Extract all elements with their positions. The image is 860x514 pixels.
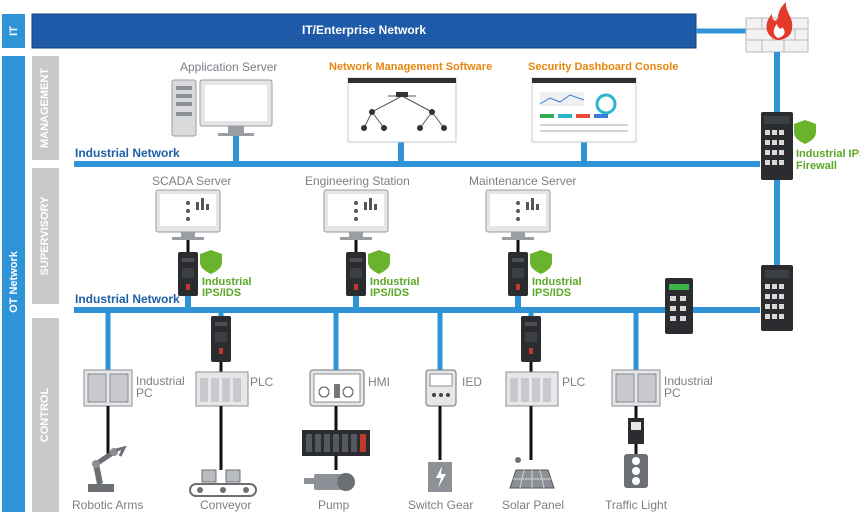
ot-zone-label: OT Network (8, 251, 20, 313)
it-zone-bar (2, 14, 25, 48)
application-server-icon (171, 79, 273, 137)
application-server-label: Application Server (180, 60, 278, 74)
engineering-station-monitor (323, 189, 389, 240)
field-label-solar-panel: Solar Panel (502, 498, 565, 512)
maintenance-server-label: Maintenance Server (469, 174, 577, 188)
field-label-traffic-light: Traffic Light (605, 498, 668, 512)
shield-icon (530, 250, 552, 274)
management-network-label: Industrial Network (75, 146, 180, 160)
field-label-switch-gear: Switch Gear (408, 498, 474, 512)
security-dashboard-label: Security Dashboard Console (528, 61, 679, 73)
field-label-robotic-arms: Robotic Arms (72, 498, 144, 512)
industrial-pc-icon (611, 369, 661, 407)
security-dashboard-screen (531, 77, 637, 143)
ips-label-2: IPS/IDS (202, 287, 242, 299)
management-zone-bar (32, 56, 59, 160)
plc-icon (195, 371, 249, 407)
shield-icon (368, 250, 390, 274)
ips-label-2: IPS/IDS (532, 287, 572, 299)
device-label: IED (462, 375, 483, 389)
hmi-icon (309, 369, 365, 407)
industrial-ips-device (521, 316, 541, 362)
control-zone-bar (32, 318, 59, 512)
device-label: HMI (368, 375, 390, 389)
field-label-conveyor: Conveyor (200, 498, 252, 512)
solar-panel-icon (509, 457, 555, 489)
industrial-pc-icon (83, 369, 133, 407)
conveyor-icon (189, 469, 257, 497)
industrial-ips-device (211, 316, 231, 362)
supervisory-zone-label: SUPERVISORY (39, 196, 51, 276)
management-zone-label: MANAGEMENT (39, 67, 51, 149)
pump-icon (304, 473, 355, 491)
it-zone-label: IT (8, 26, 20, 36)
ips-label-2: IPS/IDS (370, 287, 410, 299)
network-management-screen (347, 77, 457, 143)
it-network-bar (31, 13, 697, 49)
scada-server-monitor (155, 189, 221, 240)
industrial-ips-firewall-device (761, 112, 793, 180)
device-label: PLC (250, 375, 274, 389)
nms-label: Network Management Software (329, 61, 493, 73)
ied-icon (425, 369, 457, 407)
managed-switch-device (665, 278, 693, 334)
traffic-light-controller (628, 418, 644, 444)
ot-zone-bar (2, 56, 25, 512)
robotic-arm-icon (88, 445, 127, 492)
firewall-icon (745, 2, 809, 53)
maintenance-server-monitor (485, 189, 551, 240)
ips-label-1: Industrial (202, 276, 252, 288)
industrial-ips-device (178, 252, 198, 296)
traffic-light-icon (624, 454, 648, 488)
core-switch-device (761, 265, 793, 331)
ips-firewall-label-2: Firewall (796, 160, 837, 172)
pump-controller-rack (302, 430, 370, 456)
engineering-station-label: Engineering Station (305, 174, 410, 188)
ips-firewall-label-1: Industrial IPS (796, 148, 860, 160)
ips-label-1: Industrial (532, 276, 582, 288)
scada-server-label: SCADA Server (152, 174, 232, 188)
industrial-ips-device (508, 252, 528, 296)
supervisory-zone-bar (32, 168, 59, 304)
field-label-pump: Pump (318, 498, 350, 512)
device-label: PLC (562, 375, 586, 389)
ips-label-1: Industrial (370, 276, 420, 288)
supervisory-network-label: Industrial Network (75, 292, 180, 306)
plc-icon (505, 371, 559, 407)
switch-gear-icon (428, 462, 452, 492)
shield-icon (200, 250, 222, 274)
control-zone-label: CONTROL (39, 387, 51, 443)
it-network-label: IT/Enterprise Network (301, 23, 427, 37)
industrial-ips-device (346, 252, 366, 296)
shield-icon (794, 120, 816, 144)
